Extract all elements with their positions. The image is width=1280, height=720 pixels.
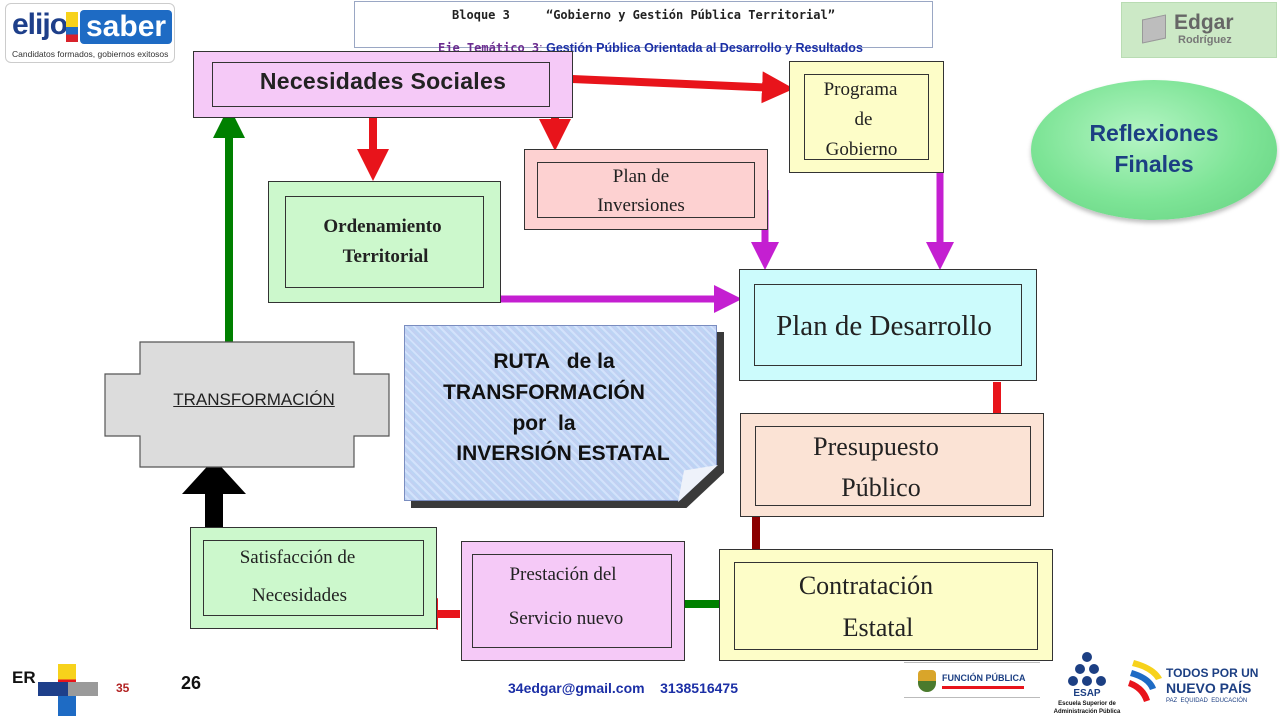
programa-line-2: de: [854, 109, 873, 130]
todos-line-1: TODOS POR UN: [1166, 666, 1259, 680]
presupuesto-line-1: Presupuesto: [813, 432, 939, 461]
reflexiones-line-2: Finales: [1114, 151, 1194, 177]
programa-line-3: Gobierno: [825, 139, 898, 160]
contratacion-line-2: Estatal: [842, 613, 914, 642]
ruta-line-4: INVERSIÓN ESTATAL: [456, 442, 670, 465]
er-logo: ER: [8, 662, 98, 718]
transformacion-label: TRANSFORMACIÓN: [173, 390, 335, 409]
header-line-1: Bloque 3 “Gobierno y Gestión Pública Ter…: [452, 8, 835, 22]
funcion-publica-logo: FUNCIÓN PÚBLICA: [904, 662, 1040, 698]
ruta-line-1: RUTA de la: [493, 350, 615, 373]
satisfaccion-line-2: Necesidades: [252, 585, 347, 606]
funcion-publica-underline: [942, 686, 1024, 689]
programa-line-1: Programa: [823, 79, 898, 100]
colombia-shield-icon: [918, 670, 936, 692]
todos-line-2: NUEVO PAÍS: [1166, 680, 1252, 696]
desarrollo-label: Plan de Desarrollo: [776, 310, 992, 342]
page-number-small: 35: [116, 681, 130, 695]
logo-tagline: Candidatos formados, gobiernos exitosos: [12, 49, 169, 59]
logo-word-elijo: elijo: [12, 8, 68, 41]
funcion-publica-text: FUNCIÓN PÚBLICA: [942, 673, 1026, 683]
er-cross-horizontal: [38, 682, 98, 696]
esap-line-1: Escuela Superior de: [1058, 701, 1116, 707]
box-necesidades-sociales: Necesidades Sociales: [193, 51, 573, 118]
esap-logo: ESAP Escuela Superior de Administración …: [1052, 650, 1122, 720]
esap-line-2: Administración Pública: [1053, 709, 1121, 715]
box-programa-gobierno: Programa de Gobierno: [789, 61, 944, 173]
arrow-satisfaccion-to-transformacion: [182, 459, 246, 528]
reflexiones-line-1: Reflexiones: [1089, 120, 1219, 146]
header-eje-topic: Gestión Pública Orientada al Desarrollo …: [542, 41, 863, 55]
er-text: ER: [10, 668, 38, 688]
satisfaccion-line-1: Satisfacción de: [239, 547, 356, 568]
ruta-transformacion-note: RUTA de la TRANSFORMACIÓN por la INVERSI…: [404, 325, 724, 508]
elijo-saber-logo: elijo saber Candidatos formados, gobiern…: [5, 3, 175, 63]
box-transformacion: TRANSFORMACIÓN: [104, 341, 390, 468]
ordenamiento-line-1: Ordenamiento: [323, 216, 442, 237]
logo-edgar: Edgar: [1174, 11, 1234, 34]
ruta-line-3: por la: [512, 412, 576, 435]
inversiones-line-1: Plan de: [612, 166, 670, 187]
box-plan-inversiones: Plan de Inversiones: [524, 149, 768, 230]
logo-word-saber: saber: [80, 10, 173, 44]
presupuesto-line-2: Público: [841, 473, 921, 502]
ordenamiento-line-2: Territorial: [342, 246, 429, 267]
box-ordenamiento-territorial: Ordenamiento Territorial: [268, 181, 501, 303]
box-plan-desarrollo: Plan de Desarrollo: [739, 269, 1037, 381]
inversiones-line-2: Inversiones: [597, 195, 685, 216]
ruta-line-2: TRANSFORMACIÓN: [443, 381, 645, 404]
logo-rodriguez: Rodríguez: [1178, 34, 1232, 46]
esap-acronym: ESAP: [1073, 688, 1101, 699]
prestacion-line-1: Prestación del: [509, 564, 617, 585]
necesidades-label: Necesidades Sociales: [259, 68, 507, 94]
contratacion-line-1: Contratación: [798, 571, 934, 600]
todos-por-un-nuevo-pais-logo: TODOS POR UN NUEVO PAÍS PAZ EQUIDAD EDUC…: [1126, 652, 1280, 718]
logo-color-bar: [66, 12, 78, 42]
prestacion-line-2: Servicio nuevo: [508, 608, 624, 629]
esap-pyramid-icon: [1068, 652, 1106, 686]
header-banner: Bloque 3 “Gobierno y Gestión Pública Ter…: [354, 1, 933, 55]
arrow-necesidades-to-programa: [571, 71, 794, 104]
flag-swoosh-icon: [1128, 660, 1162, 702]
edgar-rodriguez-logo: Edgar Rodríguez: [1121, 2, 1277, 58]
box-satisfaccion-necesidades: Satisfacción de Necesidades: [190, 527, 437, 629]
page-number-big: 26: [181, 673, 202, 693]
ruta-note-paper: [404, 325, 717, 501]
reflexiones-finales-button[interactable]: Reflexiones Finales: [1031, 80, 1277, 220]
transformacion-shape: [104, 341, 390, 468]
box-contratacion-estatal: Contratación Estatal: [719, 549, 1053, 661]
todos-line-3: PAZ EQUIDAD EDUCACIÓN: [1166, 698, 1248, 704]
contact-info: 34edgar@gmail.com 3138516475: [508, 680, 739, 696]
box-prestacion-servicio: Prestación del Servicio nuevo: [461, 541, 685, 661]
box-presupuesto-publico: Presupuesto Público: [740, 413, 1044, 517]
